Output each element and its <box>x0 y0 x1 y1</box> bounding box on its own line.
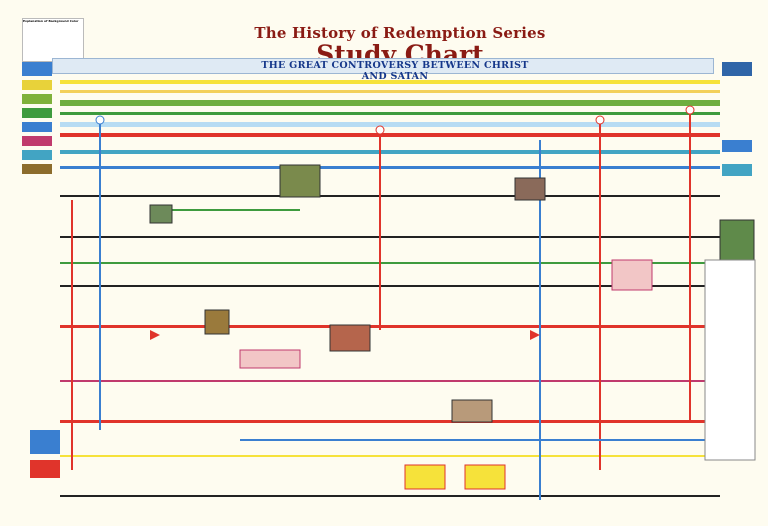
era-label <box>22 108 52 118</box>
band <box>60 420 720 423</box>
note-box <box>611 259 653 291</box>
band <box>60 166 720 169</box>
background-color-legend: Explanation of Background Color <box>22 18 84 62</box>
band <box>60 495 720 497</box>
band <box>60 380 720 382</box>
band <box>60 90 720 93</box>
picture-thumbnail-icon <box>149 204 173 224</box>
era-label <box>22 150 52 160</box>
right-arrow-icon <box>530 330 540 340</box>
era-label <box>722 164 752 176</box>
band <box>60 133 720 137</box>
circle-nodes <box>95 105 695 135</box>
circle-node-icon <box>375 125 385 135</box>
era-label <box>22 62 52 76</box>
note-boxes <box>30 259 653 490</box>
note-box <box>239 349 301 369</box>
band <box>60 150 720 154</box>
band <box>60 112 720 115</box>
band <box>60 100 720 106</box>
band <box>60 80 720 84</box>
band <box>60 195 720 197</box>
band <box>60 122 720 127</box>
band <box>60 262 720 264</box>
controversy-banner: THE GREAT CONTROVERSY BETWEEN CHRIST AND… <box>261 60 529 82</box>
circle-node-icon <box>685 105 695 115</box>
era-label <box>722 140 752 152</box>
note-box <box>404 464 446 490</box>
era-label <box>22 136 52 146</box>
era-label <box>22 164 52 174</box>
commentary-panel <box>704 259 756 461</box>
band <box>60 236 720 238</box>
footer <box>22 513 742 521</box>
era-label <box>722 62 752 76</box>
picture-thumbnail-icon <box>451 399 493 423</box>
note-box <box>30 460 60 478</box>
band <box>60 285 720 287</box>
controversy-band <box>52 58 714 74</box>
right-arrow-icon <box>150 330 160 340</box>
circle-node-icon <box>595 115 605 125</box>
picture-thumbnails <box>149 164 755 423</box>
note-box <box>464 464 506 490</box>
picture-thumbnail-icon <box>719 219 755 261</box>
picture-thumbnail-icon <box>279 164 321 198</box>
circle-node-icon <box>95 115 105 125</box>
era-label <box>22 80 52 90</box>
timeline-bands <box>60 80 720 497</box>
note-box <box>30 430 60 454</box>
chart-title: The History of Redemption Series <box>254 24 546 42</box>
picture-thumbnail-icon <box>329 324 371 352</box>
band <box>60 455 720 457</box>
band <box>60 325 720 328</box>
legend-heading: Explanation of Background Color <box>23 19 79 23</box>
era-label <box>22 122 52 132</box>
era-label <box>22 94 52 104</box>
picture-thumbnail-icon <box>204 309 230 335</box>
picture-thumbnail-icon <box>514 177 546 201</box>
